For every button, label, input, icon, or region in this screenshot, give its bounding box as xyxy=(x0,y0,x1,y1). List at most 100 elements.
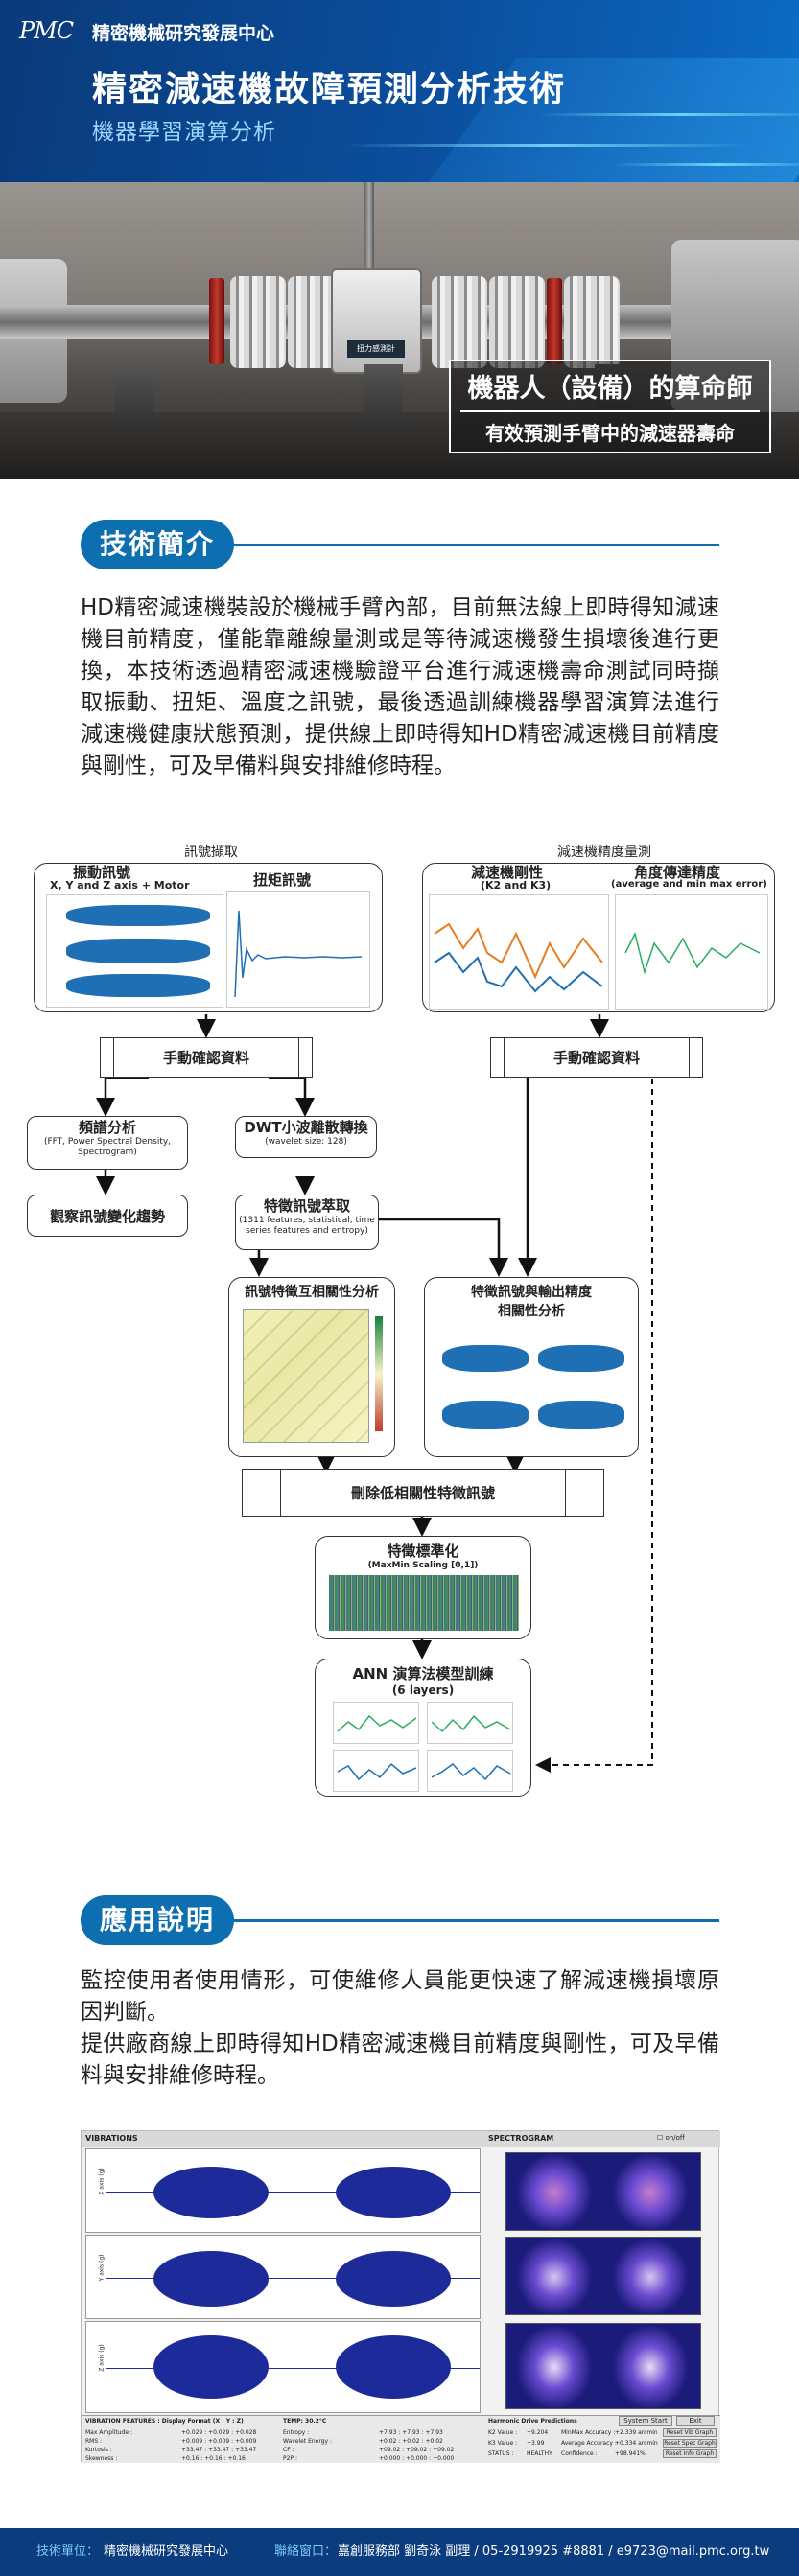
accuracy-value: +0.334 arcmin xyxy=(615,2440,658,2447)
prediction-name: K2 Value : xyxy=(488,2429,518,2436)
spectrogram-toggle[interactable]: ☐ on/off xyxy=(657,2134,685,2142)
vibration-burst xyxy=(153,2251,269,2307)
photo-coupling xyxy=(432,276,487,368)
vib-title: 振動訊號 xyxy=(73,864,131,881)
usage-paragraph-1: 監控使用者使用情形，可使維修人員能更快速了解減速機損壞原因判斷。 xyxy=(81,1968,719,2025)
section-heading-intro: 技術簡介 xyxy=(81,520,235,569)
ann-training-node: ANN 演算法模型訓練 (6 layers) xyxy=(315,1659,531,1797)
feature-name: CF : xyxy=(283,2447,294,2453)
norm-sub: (MaxMin Scaling [0,1]) xyxy=(367,1561,479,1570)
photo-stand xyxy=(364,364,403,422)
section-heading-usage: 應用說明 xyxy=(81,1895,235,1945)
pmc-logo: PMC xyxy=(19,17,74,44)
footer: 技術單位： 精密機械研究發展中心 聯絡窗口： 嘉創服務部 劉奇泳 副理 / 05… xyxy=(0,2528,799,2576)
photo-stand xyxy=(115,364,153,422)
feature-name: Kurtosis : xyxy=(85,2447,112,2453)
photo-cable xyxy=(364,182,374,270)
group-label-precision: 減速機精度量測 xyxy=(557,845,651,860)
angle-sub: (average and min max error) xyxy=(611,879,767,890)
prediction-name: K3 Value : xyxy=(488,2440,518,2447)
accuracy-name: Average Accuracy : xyxy=(561,2440,617,2447)
spectrum-analysis-node: 頻譜分析 (FFT, Power Spectral Density, Spect… xyxy=(27,1116,188,1170)
vibration-burst xyxy=(153,2335,269,2399)
accuracy-value: +2.339 arcmin xyxy=(615,2429,658,2436)
spectrogram-header: SPECTROGRAM xyxy=(484,2131,720,2147)
normalization-node: 特徵標準化 (MaxMin Scaling [0,1]) xyxy=(315,1536,531,1639)
stiffness-plot xyxy=(429,894,609,1010)
org-name: 精密機械研究發展中心 xyxy=(92,23,275,44)
photo-coupling xyxy=(489,276,545,368)
tagline-box: 機器人（設備）的算命師 有效預測手臂中的減速器壽命 xyxy=(449,360,771,453)
header-streak xyxy=(535,113,799,116)
header-banner: PMC 精密機械研究發展中心 精密減速機故障預測分析技術 機器學習演算分析 xyxy=(0,0,799,182)
stiffness-sub: (K2 and K3) xyxy=(481,879,552,892)
reset-vib-graph-button[interactable]: Reset Vib Graph xyxy=(663,2428,717,2437)
feature-name: Skewness : xyxy=(85,2455,118,2462)
process-flowchart: 訊號擷取 減速機精度量測 振動訊號 X, Y and Z axis + Moto… xyxy=(0,834,799,1802)
dwt-sub: (wavelet size: 128) xyxy=(265,1137,347,1147)
feature-value: +09.02 : +09.02 : +09.02 xyxy=(379,2447,455,2453)
ann-title: ANN 演算法模型訓練 xyxy=(352,1665,494,1683)
delete-low-correlation-node: 刪除低相關性特徵訊號 xyxy=(242,1469,604,1517)
hero-photo: 扭力感測計 xyxy=(0,182,799,479)
trend-title: 觀察訊號變化趨勢 xyxy=(49,1208,165,1225)
spectrogram-y xyxy=(505,2237,701,2315)
manual-confirm-right-label: 手動確認資料 xyxy=(552,1049,640,1067)
manual-confirm-right: 手動確認資料 xyxy=(490,1037,703,1078)
corr-out-title: 特徵訊號與輸出精度 xyxy=(471,1285,592,1300)
accuracy-name: Confidence : xyxy=(561,2450,598,2457)
feature-value: +0.009 : +0.009 : +0.009 xyxy=(181,2438,257,2445)
header-streak xyxy=(612,163,799,166)
reset-info-graph-button[interactable]: Reset Info Graph xyxy=(663,2449,717,2458)
feature-trace xyxy=(538,1401,624,1429)
dwt-title: DWT小波離散轉換 xyxy=(244,1119,368,1136)
footer-contact-label: 聯絡窗口： xyxy=(274,2544,338,2559)
feature-value: +0.16 : +0.16 : +0.16 xyxy=(181,2455,246,2462)
spectrogram-z xyxy=(505,2323,701,2409)
angle-trace xyxy=(624,931,761,975)
trend-node: 觀察訊號變化趨勢 xyxy=(27,1195,188,1237)
features-label: VIBRATION FEATURES : Display Format (X :… xyxy=(85,2418,244,2425)
vibration-trace xyxy=(66,905,210,926)
accuracy-name: MinMax Accuracy : xyxy=(561,2429,616,2436)
angle-plot xyxy=(615,894,768,1010)
accuracy-value: +98.941% xyxy=(615,2450,646,2457)
vibration-burst xyxy=(336,2335,451,2399)
precision-measure-box: 減速機剛性 (K2 and K3) 角度傳達精度 (average and mi… xyxy=(422,863,775,1012)
torque-title: 扭矩訊號 xyxy=(253,871,312,889)
prediction-name: STATUS : xyxy=(488,2450,514,2457)
feature-value: +0.029 : +0.029 : +0.028 xyxy=(181,2429,257,2436)
footer-contact: 嘉創服務部 劉奇泳 副理 / 05-2919925 #8881 / e9723@… xyxy=(338,2544,770,2559)
tagline-main: 機器人（設備）的算命師 xyxy=(467,374,753,404)
feature-name: P2P : xyxy=(283,2455,297,2462)
group-label-signal: 訊號擷取 xyxy=(184,845,238,860)
vibration-panel-x: X axis (g) xyxy=(85,2148,481,2233)
intro-paragraph: HD精密減速機裝設於機械手臂內部，目前無法線上即時得知減速機目前精度，僅能靠離線… xyxy=(81,595,719,778)
toggle-label: on/off xyxy=(665,2134,685,2142)
norm-title: 特徵標準化 xyxy=(387,1543,459,1560)
heatmap-colorbar xyxy=(375,1316,383,1431)
page-subtitle: 機器學習演算分析 xyxy=(92,120,276,145)
system-start-button[interactable]: System Start xyxy=(619,2416,672,2426)
vibration-trace xyxy=(66,939,210,963)
feature-value: +33.47 : +33.47 : +33.47 xyxy=(181,2447,257,2453)
manual-confirm-left: 手動確認資料 xyxy=(100,1037,313,1078)
photo-coupling xyxy=(564,276,620,368)
exit-button[interactable]: Exit xyxy=(676,2416,715,2426)
feature-name: Wavelet Energy : xyxy=(283,2438,333,2445)
tagline-sub: 有效預測手臂中的減速器壽命 xyxy=(460,410,760,446)
photo-red-part xyxy=(547,278,562,364)
reset-spec-graph-button[interactable]: Reset Spec Graph xyxy=(663,2439,717,2448)
ann-plot xyxy=(333,1702,419,1744)
angle-title: 角度傳達精度 xyxy=(634,864,721,881)
torque-trace xyxy=(234,910,363,998)
dwt-node: DWT小波離散轉換 (wavelet size: 128) xyxy=(235,1116,377,1158)
feature-trace xyxy=(442,1401,529,1429)
vibration-burst xyxy=(336,2251,451,2307)
spectrogram-x xyxy=(505,2152,701,2231)
feature-correlation-node: 訊號特徵互相關性分析 xyxy=(228,1277,395,1457)
photo-coupling xyxy=(230,276,286,368)
vibration-panel-y: Y axis (g) xyxy=(85,2235,481,2319)
header-streak xyxy=(343,144,750,147)
manual-confirm-left-label: 手動確認資料 xyxy=(162,1049,249,1067)
